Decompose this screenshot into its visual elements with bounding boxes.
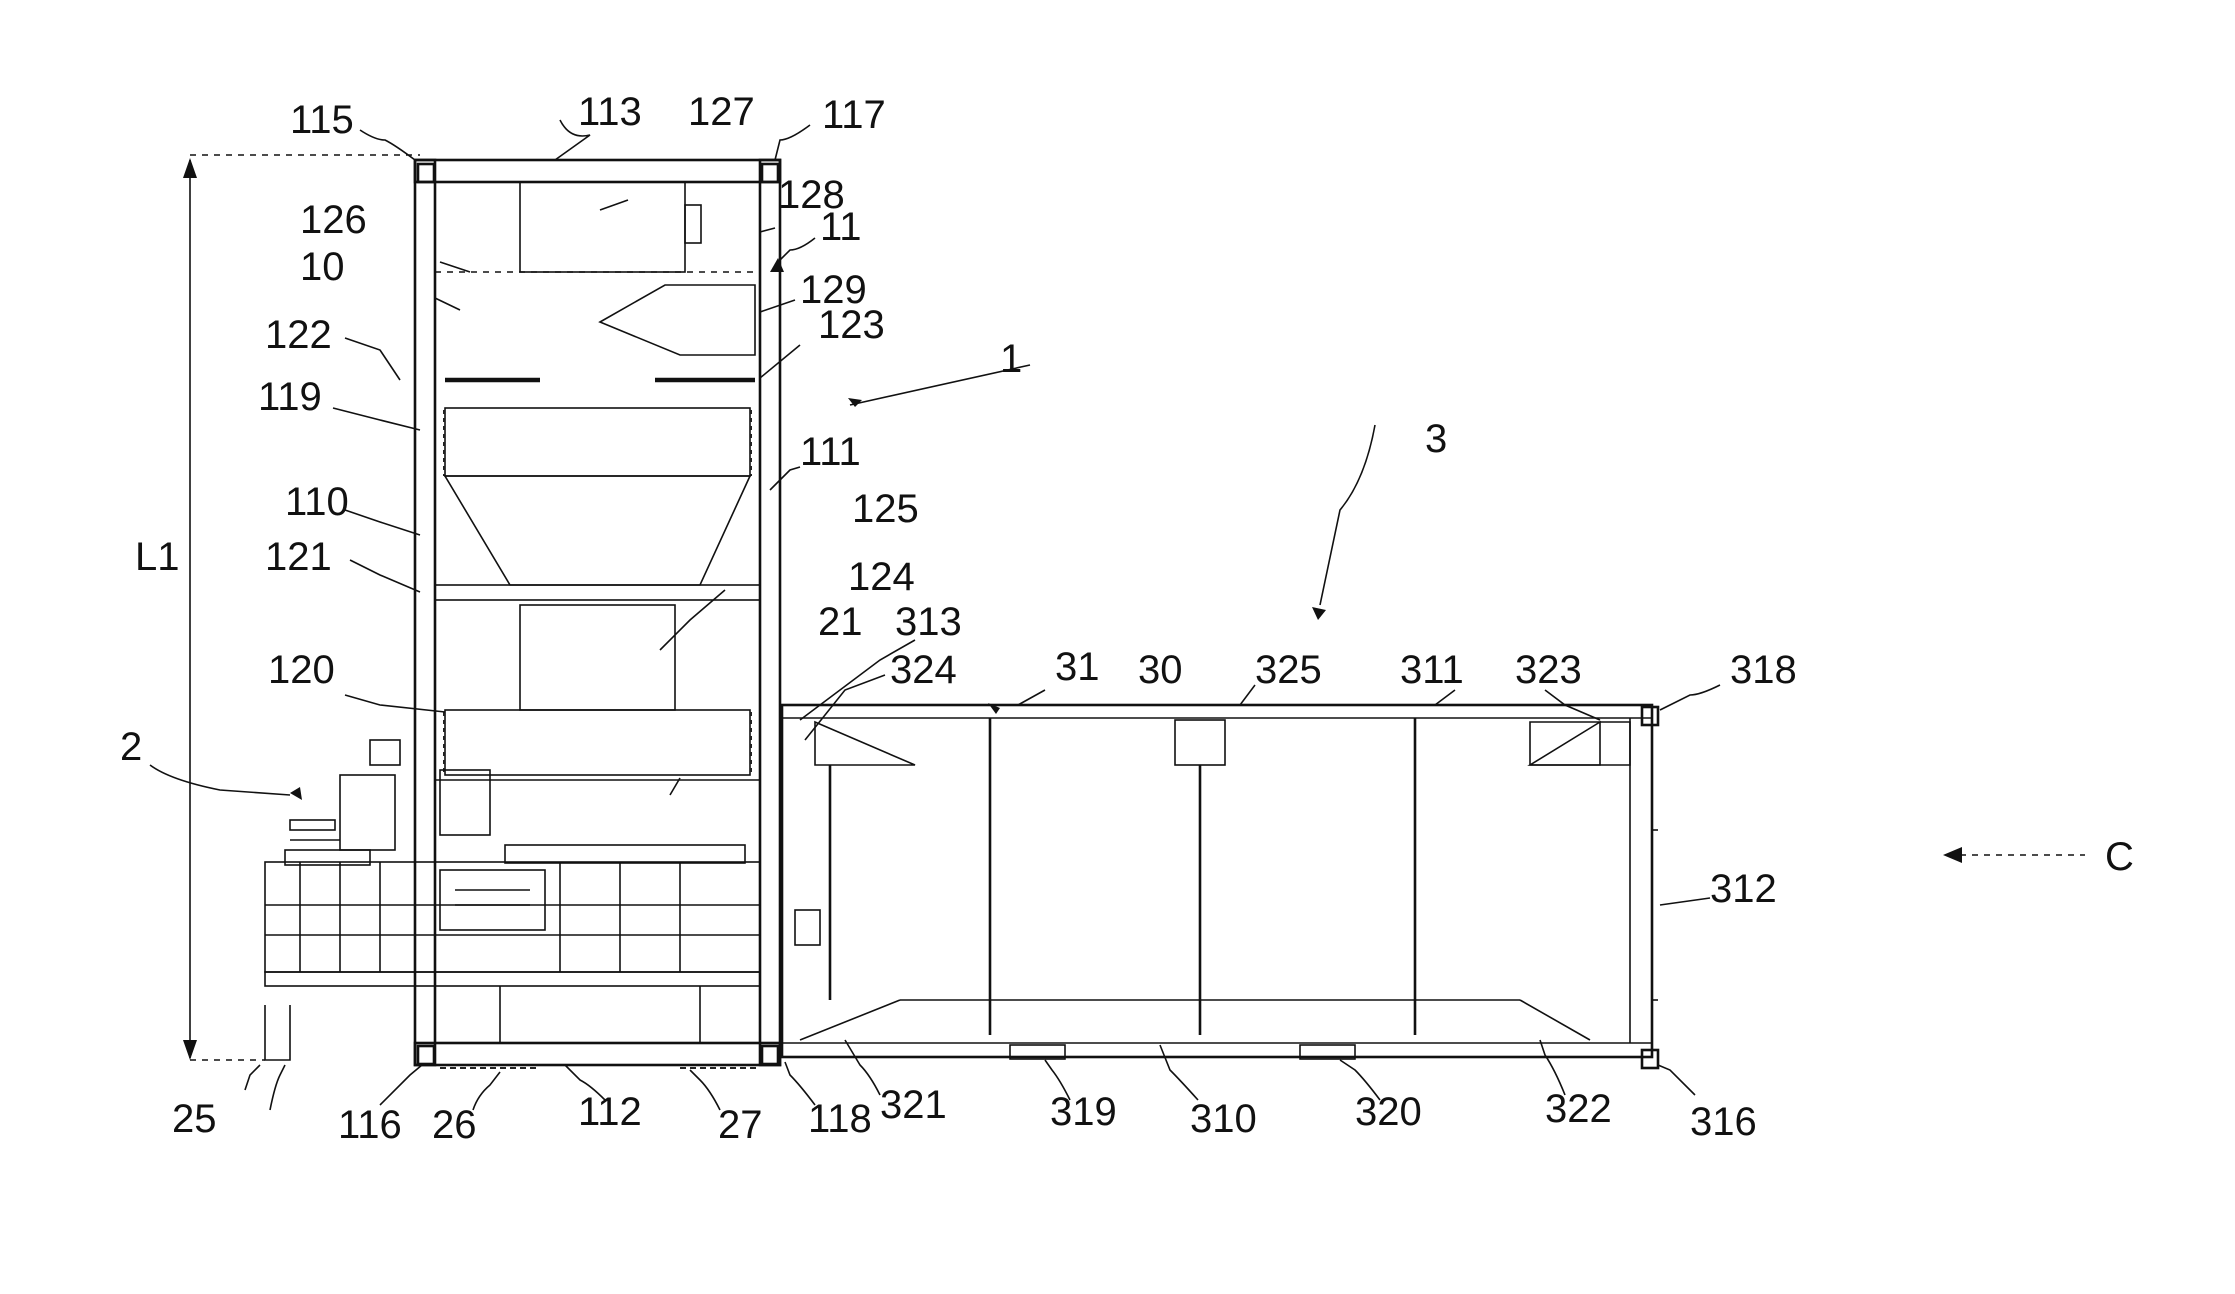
unit-127 xyxy=(520,182,685,272)
arrowhead-2 xyxy=(290,787,302,800)
tower-top-beam xyxy=(415,160,780,182)
gusset-321 xyxy=(800,1000,900,1040)
label-124: 124 xyxy=(848,555,915,599)
label-3: 3 xyxy=(1425,417,1447,461)
label-323: 323 xyxy=(1515,648,1582,692)
label-111: 111 xyxy=(800,430,861,474)
label-121: 121 xyxy=(265,535,332,579)
label-115: 115 xyxy=(290,98,354,142)
label-321: 321 xyxy=(880,1083,947,1127)
tray-21 xyxy=(505,845,745,863)
label-122: 122 xyxy=(265,313,332,357)
arrowhead-11 xyxy=(770,258,784,272)
label-26: 26 xyxy=(432,1103,477,1147)
tower-left-post xyxy=(415,160,435,1065)
label-2: 2 xyxy=(120,725,142,769)
label-313: 313 xyxy=(895,600,962,644)
label-126: 126 xyxy=(300,198,367,242)
gusset-322 xyxy=(1520,1000,1590,1040)
arrowhead-3 xyxy=(1312,607,1326,620)
label-320: 320 xyxy=(1355,1090,1422,1134)
label-127: 127 xyxy=(688,90,755,134)
label-316: 316 xyxy=(1690,1100,1757,1144)
corner-fitting-316 xyxy=(1642,1050,1658,1068)
label-1: 1 xyxy=(1000,337,1022,381)
label-322: 322 xyxy=(1545,1087,1612,1131)
corner-fitting-318 xyxy=(1642,707,1658,725)
label-21: 21 xyxy=(818,600,863,644)
corner-fitting-117 xyxy=(762,164,778,182)
label-118: 118 xyxy=(808,1097,872,1141)
unit-124 xyxy=(520,605,675,710)
label-11: 11 xyxy=(820,205,862,249)
label-117: 117 xyxy=(822,93,886,137)
label-31: 31 xyxy=(1055,645,1100,689)
support-25 xyxy=(265,1005,290,1060)
label-123: 123 xyxy=(818,303,885,347)
label-112: 112 xyxy=(578,1090,642,1134)
label-27: 27 xyxy=(718,1103,763,1147)
label-30: 30 xyxy=(1138,648,1183,692)
feeder-module xyxy=(265,740,760,1068)
tower-bottom-beam xyxy=(415,1043,780,1065)
label-125: 125 xyxy=(852,487,919,531)
beam-121 xyxy=(435,585,760,600)
label-110: 110 xyxy=(285,480,349,524)
label-119: 119 xyxy=(258,375,322,419)
label-120: 120 xyxy=(268,648,335,692)
label-L1: L1 xyxy=(135,535,180,579)
label-324: 324 xyxy=(890,648,957,692)
label-113: 113 xyxy=(578,90,642,134)
label-312: 312 xyxy=(1710,867,1777,911)
label-311: 311 xyxy=(1400,648,1464,692)
corner-fitting-115 xyxy=(418,164,434,182)
label-C: C xyxy=(2105,835,2134,879)
control-panel xyxy=(440,870,545,930)
tower-right-post xyxy=(760,160,780,1065)
box-325 xyxy=(1175,720,1225,765)
gusset-324 xyxy=(815,722,915,765)
gusset-323 xyxy=(1530,722,1600,765)
label-10: 10 xyxy=(300,245,345,289)
label-318: 318 xyxy=(1730,648,1797,692)
horizontal-module xyxy=(782,705,1658,1068)
unit-128 xyxy=(685,205,701,243)
hopper-125 xyxy=(445,476,750,585)
label-25: 25 xyxy=(172,1097,217,1141)
corner-fitting-116 xyxy=(418,1046,434,1064)
label-319: 319 xyxy=(1050,1090,1117,1134)
cone-129 xyxy=(600,285,755,355)
screen-120 xyxy=(445,710,750,775)
label-310: 310 xyxy=(1190,1097,1257,1141)
reference-labels: 115 113 127 117 128 11 126 10 129 122 12… xyxy=(120,90,2134,1147)
screen-119 xyxy=(445,408,750,476)
label-116: 116 xyxy=(338,1103,402,1147)
corner-fitting-118 xyxy=(762,1046,778,1064)
container-frame xyxy=(782,705,1652,1057)
label-325: 325 xyxy=(1255,648,1322,692)
view-arrow-C xyxy=(1943,847,2085,863)
dimension-L1 xyxy=(183,155,420,1060)
